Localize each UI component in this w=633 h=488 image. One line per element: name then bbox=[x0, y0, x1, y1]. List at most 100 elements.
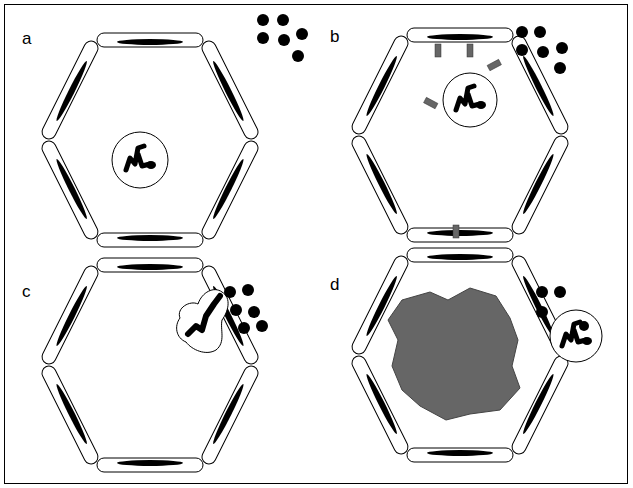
endothelial-cell bbox=[407, 448, 513, 462]
endothelial-cell bbox=[510, 354, 571, 457]
cell-nucleus bbox=[364, 153, 399, 216]
cell-nucleus bbox=[54, 285, 89, 348]
cell-nucleus bbox=[117, 235, 183, 241]
cell-body bbox=[407, 28, 513, 42]
particle-dot bbox=[242, 284, 254, 296]
cell-nucleus bbox=[54, 60, 89, 123]
cell-nucleus bbox=[427, 450, 493, 456]
particle-dot bbox=[248, 306, 260, 318]
migrating-leukocyte bbox=[177, 290, 228, 353]
endothelial-cell bbox=[97, 258, 203, 272]
endothelial-cell bbox=[97, 33, 203, 47]
cell-nucleus bbox=[364, 55, 399, 118]
endothelial-cell bbox=[350, 34, 411, 137]
cell-body bbox=[97, 233, 203, 247]
cell-body bbox=[350, 34, 411, 137]
particle-dot bbox=[516, 26, 528, 38]
cell-nucleus bbox=[427, 254, 493, 260]
cell-body bbox=[510, 34, 571, 137]
cell-body bbox=[40, 264, 101, 367]
leukocyte-membrane bbox=[550, 310, 602, 362]
cell-body bbox=[510, 354, 571, 457]
cell-nucleus bbox=[521, 373, 556, 436]
cell-body bbox=[97, 33, 203, 47]
leukocyte bbox=[443, 73, 497, 127]
endothelial-cell bbox=[510, 134, 571, 237]
cell-body bbox=[40, 139, 101, 242]
particle-dot bbox=[579, 321, 589, 331]
panel-b bbox=[350, 26, 571, 242]
nucleus-lobe bbox=[582, 337, 592, 345]
endothelial-cell bbox=[200, 364, 261, 467]
endothelial-cell bbox=[40, 264, 101, 367]
adhesion-molecule bbox=[435, 44, 441, 57]
particle-dot bbox=[537, 46, 549, 58]
leukocyte-membrane bbox=[112, 132, 168, 188]
particle-dot bbox=[257, 32, 269, 44]
cell-nucleus bbox=[117, 264, 183, 270]
nucleus-lobe bbox=[476, 101, 486, 109]
panel-letter: a bbox=[22, 30, 31, 47]
particle-dot bbox=[536, 286, 548, 298]
cell-nucleus bbox=[521, 275, 556, 338]
panel-letter: b bbox=[330, 28, 339, 45]
cell-body bbox=[40, 39, 101, 142]
panel-a bbox=[40, 14, 308, 247]
panel-letter: c bbox=[22, 283, 31, 300]
cell-body bbox=[200, 364, 261, 467]
endothelial-cell bbox=[200, 39, 261, 142]
cell-nucleus bbox=[521, 55, 556, 118]
lobed-nucleus bbox=[188, 296, 220, 334]
cell-body bbox=[407, 228, 513, 242]
cell-nucleus bbox=[364, 373, 399, 436]
cell-nucleus bbox=[117, 460, 183, 466]
cell-body bbox=[510, 134, 571, 237]
cell-body bbox=[97, 258, 203, 272]
particle-dot bbox=[554, 62, 566, 74]
adhesion-molecule bbox=[487, 59, 501, 70]
particle-dot bbox=[256, 320, 268, 332]
leukocyte bbox=[112, 132, 168, 188]
cell-nucleus bbox=[211, 383, 246, 446]
endothelial-cell bbox=[407, 228, 513, 242]
particle-dot bbox=[277, 14, 289, 26]
panel-c bbox=[40, 258, 268, 472]
cell-nucleus bbox=[427, 34, 493, 40]
cell-body bbox=[200, 39, 261, 142]
endothelial-cell bbox=[40, 139, 101, 242]
cell-nucleus bbox=[521, 153, 556, 216]
figure-frame bbox=[5, 5, 628, 484]
adhesion-molecule bbox=[467, 44, 473, 57]
cell-body bbox=[407, 248, 513, 262]
panel-d bbox=[350, 248, 602, 462]
endothelial-cell bbox=[200, 139, 261, 242]
particle-dot bbox=[536, 306, 548, 318]
particle-dot bbox=[554, 286, 566, 298]
endothelial-cell bbox=[407, 248, 513, 262]
endothelial-cell bbox=[40, 39, 101, 142]
cell-nucleus bbox=[211, 60, 246, 123]
adhesion-molecule bbox=[424, 97, 438, 108]
particle-dot bbox=[278, 34, 290, 46]
endothelial-cell bbox=[97, 233, 203, 247]
endothelial-cell bbox=[97, 458, 203, 472]
particle-dot bbox=[230, 304, 242, 316]
cell-body bbox=[350, 134, 411, 237]
clot-mass bbox=[388, 288, 520, 420]
cell-nucleus bbox=[211, 158, 246, 221]
particle-dot bbox=[292, 50, 304, 62]
particle-dot bbox=[296, 28, 308, 40]
engulfed-particle bbox=[579, 321, 589, 331]
cell-body bbox=[200, 139, 261, 242]
panel-letter: d bbox=[330, 276, 339, 293]
cell-body bbox=[40, 364, 101, 467]
particle-dot bbox=[224, 286, 236, 298]
particle-dot bbox=[556, 42, 568, 54]
nucleus-lobe bbox=[146, 161, 156, 169]
leukocyte-membrane bbox=[443, 73, 497, 127]
particle-dot bbox=[516, 44, 528, 56]
endothelial-cell bbox=[407, 28, 513, 42]
leukocyte bbox=[550, 310, 602, 362]
